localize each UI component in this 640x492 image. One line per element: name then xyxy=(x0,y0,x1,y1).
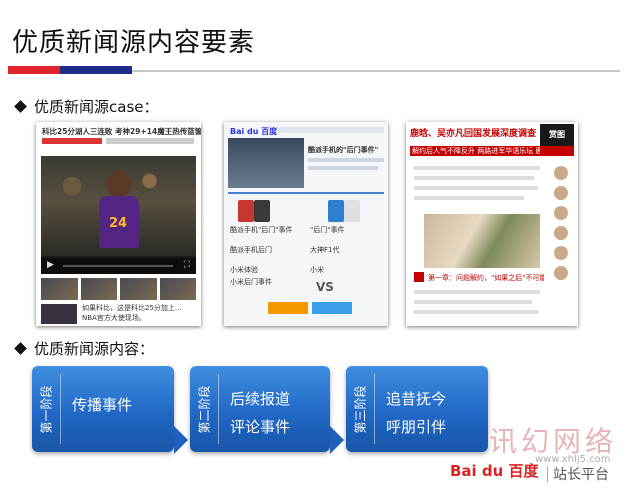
play-icon: ▶ xyxy=(47,260,54,270)
text-line xyxy=(414,186,538,190)
thumbnail xyxy=(120,278,157,300)
case-screenshot-entertainment: 鹿晗、吴亦凡回国发展深度调查 赏图 解约后人气不降反升 两路进军华语乐坛 鹿晗吴… xyxy=(406,122,578,326)
section-content-heading: 优质新闻源内容： xyxy=(14,338,155,359)
phone-image xyxy=(254,200,270,222)
stage-line: 评论事件 xyxy=(230,418,291,436)
title-accent-red xyxy=(8,66,60,74)
diamond-bullet-icon xyxy=(14,342,27,355)
case3-section: 第一章：问题解约，"如果之后"不可能吗 xyxy=(428,274,544,282)
player-jersey xyxy=(99,196,139,248)
baidu-watermark-logo: Bai du 百度 xyxy=(450,460,539,481)
case2-list-item: 酷派手机"后门"事件 xyxy=(230,226,293,234)
thumbnail xyxy=(159,278,196,300)
case3-logo: 赏图 xyxy=(540,124,574,146)
case1-tag xyxy=(42,138,102,144)
video-controls: ▶ ⛶ xyxy=(41,258,196,274)
arrow-right-icon xyxy=(174,426,188,454)
case3-photo xyxy=(424,214,540,268)
title-underline xyxy=(132,70,620,72)
avatar xyxy=(554,206,568,220)
case3-headline: 鹿晗、吴亦凡回国发展深度调查 xyxy=(410,129,537,139)
case2-list-item: "后门"事件 xyxy=(310,226,345,234)
case3-subheadline: 解约后人气不降反升 两路进军华语乐坛 鹿晗吴亦凡各有千秋 xyxy=(412,147,540,155)
case2-top-image xyxy=(228,138,304,188)
case2-list-item: 酷派手机后门 xyxy=(230,246,272,254)
text-line xyxy=(414,290,540,294)
fullscreen-icon: ⛶ xyxy=(183,260,190,270)
jersey-number: 24 xyxy=(109,216,128,231)
phone-image xyxy=(238,200,254,222)
text-line xyxy=(308,166,378,170)
thumbnail xyxy=(41,278,78,300)
video-player: 24 ▶ ⛶ xyxy=(41,156,196,274)
diamond-bullet-icon xyxy=(14,100,27,113)
case2-nav xyxy=(278,127,384,133)
avatar xyxy=(554,186,568,200)
stage-box-2: 第二阶段 后续报道 评论事件 xyxy=(190,366,330,452)
thumbnail xyxy=(80,278,117,300)
case2-rule xyxy=(228,192,384,194)
stage-box-3: 第三阶段 追昔抚今 呼朋引伴 xyxy=(346,366,488,452)
case2-list-item: 小米后门事件 xyxy=(230,278,272,286)
case-screenshot-video: 科比25分湖人三连败 考神29+14魔王热传篮筐 24 ▶ ⛶ 如果科比，这是科… xyxy=(36,122,201,326)
comparison-bar-orange xyxy=(268,302,308,314)
watermark-platform: 站长平台 xyxy=(553,467,609,483)
seek-bar xyxy=(63,265,173,267)
stage-line: 传播事件 xyxy=(72,396,133,414)
case-screenshot-baidu-article: Bai du 百度 酷派手机的"后门事件" 酷派手机"后门"事件 "后门"事件 … xyxy=(224,122,388,326)
text-line xyxy=(414,310,538,314)
case2-list-item: 大神F1代 xyxy=(310,246,340,254)
case1-meta xyxy=(106,138,194,144)
stage-divider xyxy=(374,374,375,444)
arrow-right-icon xyxy=(330,426,344,454)
comparison-bar-blue xyxy=(312,302,352,314)
title-accent-blue xyxy=(60,66,132,74)
case3-subheadline-bar xyxy=(410,146,574,156)
stage-box-1: 第一阶段 传播事件 xyxy=(32,366,174,452)
avatar xyxy=(554,226,568,240)
article-thumbnail xyxy=(41,304,77,324)
text-line xyxy=(414,196,524,200)
case2-article-title: 酷派手机的"后门事件" xyxy=(308,146,379,154)
stage-divider xyxy=(218,374,219,444)
watermark-separator xyxy=(547,466,548,482)
phone-image xyxy=(328,200,344,222)
stage-label: 第二阶段 xyxy=(197,384,212,434)
section-marker xyxy=(414,272,424,282)
stage-line: 呼朋引伴 xyxy=(386,418,447,436)
baidu-logo-text: Bai du 百度 xyxy=(450,462,539,480)
text-line xyxy=(414,176,534,180)
player-head xyxy=(107,170,131,198)
stage-label: 第三阶段 xyxy=(353,384,368,434)
related-thumbnails xyxy=(41,278,196,300)
section-content-label: 优质新闻源内容： xyxy=(34,340,155,358)
avatar xyxy=(554,246,568,260)
baidu-logo: Bai du 百度 xyxy=(230,127,278,136)
brand-watermark: 讯幻网络 xyxy=(489,425,618,458)
vs-label: VS xyxy=(316,280,334,294)
avatar xyxy=(554,166,568,180)
section-cases-heading: 优质新闻源case： xyxy=(14,96,159,117)
case1-caption: 如果科比，这是科比25分加上… xyxy=(82,304,182,312)
text-line xyxy=(414,166,540,170)
text-line xyxy=(414,300,532,304)
stage-divider xyxy=(60,374,61,444)
phone-image xyxy=(344,200,360,222)
case2-list-item: 小米 xyxy=(310,266,324,274)
avatar xyxy=(554,266,568,280)
text-line xyxy=(308,158,384,162)
stage-label: 第一阶段 xyxy=(39,384,54,434)
case2-list-item: 小米体验 xyxy=(230,266,258,274)
section-cases-label: 优质新闻源case： xyxy=(34,98,159,116)
case1-headline: 科比25分湖人三连败 考神29+14魔王热传篮筐 xyxy=(42,127,201,136)
page-title: 优质新闻源内容要素 xyxy=(12,28,256,58)
stage-line: 后续报道 xyxy=(230,390,291,408)
watermark-url: www.xhlj5.com xyxy=(535,454,611,465)
case1-subcaption: NBA官方大使现场。 xyxy=(82,314,146,322)
stage-line: 追昔抚今 xyxy=(386,390,447,408)
